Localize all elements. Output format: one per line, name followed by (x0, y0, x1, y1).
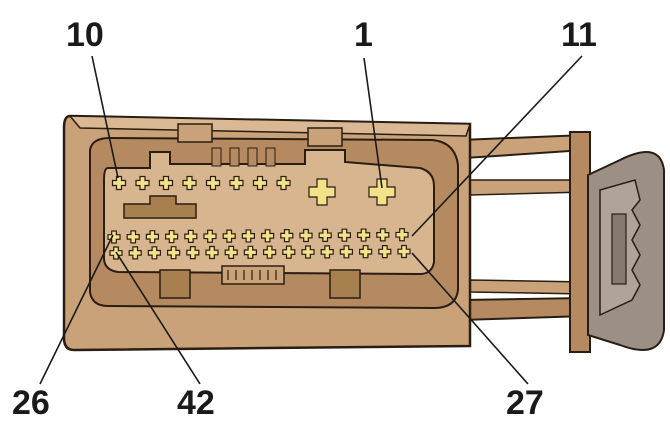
terminal-row2 (299, 228, 313, 243)
terminal-row3 (378, 245, 392, 259)
terminal-row3 (359, 245, 373, 259)
terminal-row3 (147, 246, 161, 260)
terminal-row3 (263, 245, 277, 259)
terminal-row3 (128, 246, 142, 260)
terminal-row1 (252, 175, 268, 191)
leader-pin-10 (91, 55, 119, 179)
coding-key (123, 195, 197, 219)
terminal-row3 (186, 246, 200, 260)
terminal-row3 (224, 245, 238, 259)
leader-pin-26 (39, 234, 114, 385)
pin-label-10: 10 (66, 16, 104, 54)
terminal-row3 (282, 245, 296, 259)
terminal-row1 (111, 175, 127, 191)
leader-pin-27 (411, 252, 529, 385)
terminal-row2 (241, 229, 255, 243)
latch-rail-lower (469, 279, 586, 295)
terminal-row3 (301, 245, 315, 259)
terminal-row2 (126, 230, 140, 244)
terminal-row2 (318, 228, 332, 242)
terminal-row1 (135, 175, 150, 191)
terminal-row3 (205, 245, 219, 260)
pin-label-42: 42 (177, 384, 215, 422)
terminal-row1 (205, 175, 221, 191)
terminal-row3 (320, 245, 334, 259)
terminal-row2 (222, 229, 236, 243)
terminal-row1 (158, 175, 174, 191)
terminal-row2 (184, 229, 198, 243)
terminal-row3 (243, 245, 257, 259)
leader-pin-1 (363, 57, 383, 189)
terminal-row1 (276, 175, 291, 191)
terminal-row2 (107, 230, 121, 244)
latch-assembly (458, 131, 665, 353)
pin-label-27: 27 (506, 384, 544, 422)
face-ribs (211, 147, 276, 167)
face-comb (221, 265, 285, 285)
terminal-row2 (395, 228, 409, 242)
terminal-row2 (165, 229, 179, 244)
housing-tab-right (307, 127, 343, 147)
leader-pin-42 (115, 251, 201, 385)
pin-label-1: 1 (354, 16, 373, 54)
terminal-array (107, 175, 411, 260)
latch-handle-slot (611, 213, 627, 285)
terminal-row2 (203, 229, 217, 243)
housing-tab-left (177, 123, 213, 143)
terminal-row1 (182, 175, 197, 191)
terminal-row1-large (368, 178, 396, 206)
face-feet (159, 269, 361, 299)
latch-rail-bottom (461, 296, 586, 322)
terminal-row2 (261, 229, 275, 243)
terminal-row3 (397, 244, 411, 259)
terminal-row2 (145, 230, 159, 244)
terminal-row3 (339, 245, 353, 259)
leader-pin-11 (411, 55, 583, 237)
connector-face (103, 147, 435, 299)
pin-label-26: 26 (12, 384, 50, 422)
latch-rail-top (458, 133, 586, 160)
leader-lines (39, 55, 583, 385)
terminal-row2 (280, 229, 294, 243)
terminal-row3 (167, 246, 181, 260)
pin-label-11: 11 (561, 16, 597, 54)
terminal-row1 (229, 175, 244, 191)
terminal-row1-large (308, 178, 336, 206)
terminal-row2 (337, 228, 351, 242)
terminal-row2 (357, 228, 371, 242)
latch-rail-inner (469, 179, 586, 196)
terminal-row2 (376, 228, 390, 242)
housing-top-rim (68, 115, 472, 137)
